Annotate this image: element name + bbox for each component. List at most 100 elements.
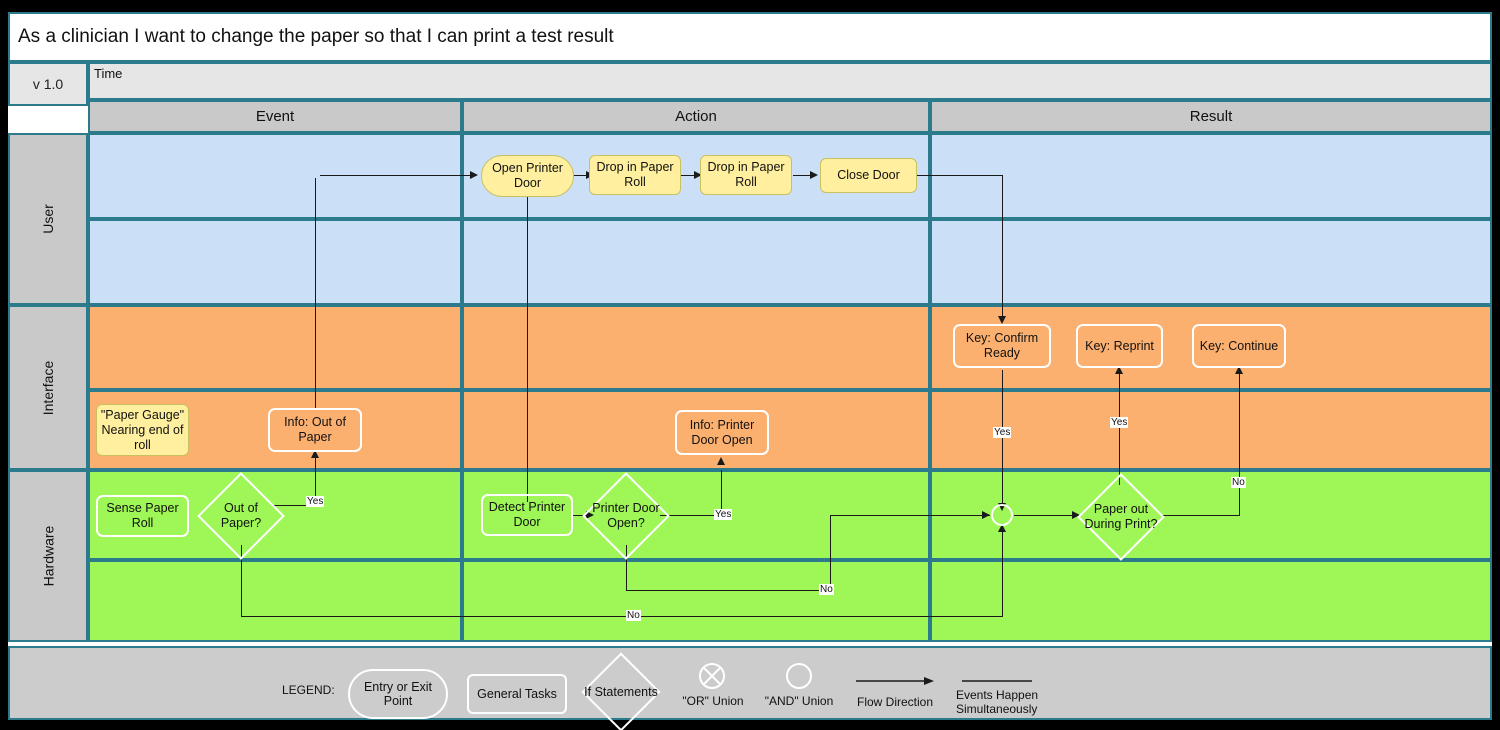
edge-paperout-yes-stub: [1119, 370, 1121, 396]
column-header-action: Action: [462, 100, 930, 133]
arrow-paper-out-during-print: [1072, 511, 1080, 519]
flow-direction-icon: [856, 676, 934, 686]
lane-label-interface-text: Interface: [39, 360, 56, 415]
legend-flow-direction-label: Flow Direction: [856, 695, 934, 709]
edge-info-to-user-vert: [315, 178, 317, 408]
edge-paperout-no-vert: [1239, 372, 1241, 516]
cell-user-action-2: [462, 219, 930, 305]
lane-label-hardware: Hardware: [8, 470, 88, 642]
node-paper-out-during-print-decision[interactable]: Paper out During Print?: [1077, 473, 1165, 561]
edge-pdopen-yes-vert: [721, 470, 723, 516]
edge-closedoor-down: [1002, 175, 1004, 319]
cell-interface-action-1: [462, 305, 930, 390]
cell-user-result-1: [930, 133, 1492, 219]
legend-general-tasks-shape: General Tasks: [467, 674, 567, 714]
cell-hardware-result-2: [930, 560, 1492, 642]
edge-confirmready-down: [1002, 370, 1004, 508]
legend-if-statements-shape: If Statements: [581, 652, 661, 730]
node-printer-door-open-label: Printer Door Open?: [592, 501, 660, 530]
arrow-into-open-printer-door: [470, 171, 478, 179]
node-paper-out-label: Paper out During Print?: [1084, 502, 1158, 531]
column-header-result: Result: [930, 100, 1492, 133]
arrow-printer-door-open: [586, 511, 594, 519]
edge-detectpd-to-diamond: [572, 515, 588, 517]
arrow-no-up-into-and-union: [998, 524, 1006, 532]
arrow-into-key-confirm-ready: [998, 316, 1006, 324]
legend-or-union-label: "OR" Union: [682, 694, 744, 708]
node-detect-printer-door[interactable]: Detect Printer Door: [481, 494, 573, 536]
node-drop-in-paper-roll-2[interactable]: Drop in Paper Roll: [700, 155, 792, 195]
column-header-event: Event: [88, 100, 462, 133]
edge-label-yes-confirm-ready: Yes: [993, 427, 1012, 438]
and-union-icon: [786, 663, 812, 689]
node-printer-door-open-decision[interactable]: Printer Door Open?: [582, 472, 670, 560]
edge-pdopen-no-horiz: [626, 590, 831, 592]
arrow-close-door: [810, 171, 818, 179]
and-union-node[interactable]: [991, 504, 1013, 526]
node-key-confirm-ready[interactable]: Key: Confirm Ready: [953, 324, 1051, 368]
lane-label-user: User: [8, 133, 88, 305]
arrow-into-key-continue: [1235, 366, 1243, 374]
edge-union-to-paperout: [1014, 515, 1076, 517]
edge-paperout-yes-vert: [1119, 395, 1121, 485]
edge-label-no-printer-door-open: No: [819, 584, 834, 595]
edge-info-to-user-horiz: [320, 175, 472, 177]
node-sense-paper-roll[interactable]: Sense Paper Roll: [96, 495, 189, 537]
cell-interface-result-1: [930, 305, 1492, 390]
lane-label-interface: Interface: [8, 305, 88, 470]
lane-label-hardware-text: Hardware: [39, 525, 56, 587]
edge-paperout-no-horiz: [1162, 515, 1239, 517]
legend-heading: LEGEND:: [282, 683, 335, 697]
edge-oop-no-down: [241, 545, 243, 617]
legend-panel: [8, 646, 1492, 720]
edge-openpd-to-detectpd: [527, 192, 529, 502]
page-title: As a clinician I want to change the pape…: [8, 12, 1492, 62]
node-key-reprint[interactable]: Key: Reprint: [1076, 324, 1163, 368]
node-close-door[interactable]: Close Door: [820, 158, 917, 193]
cell-hardware-action-2: [462, 560, 930, 642]
node-open-printer-door[interactable]: Open Printer Door: [481, 155, 574, 197]
arrow-no-into-and-union: [982, 511, 990, 519]
node-key-continue[interactable]: Key: Continue: [1192, 324, 1286, 368]
arrow-into-key-reprint: [1115, 366, 1123, 374]
edge-label-yes-printer-door-open: Yes: [714, 509, 733, 520]
legend-if-statements-label: If Statements: [584, 685, 658, 699]
cell-user-result-2: [930, 219, 1492, 305]
arrow-into-info-out-of-paper: [311, 450, 319, 458]
edge-drop2-to-close: [793, 175, 813, 177]
edge-label-yes-out-of-paper: Yes: [306, 496, 325, 507]
lane-label-user-text: User: [40, 204, 56, 234]
edge-pdopen-no-down: [626, 545, 628, 591]
edge-openpd-to-drop1: [573, 175, 589, 177]
edge-pdopen-no-up: [830, 516, 832, 591]
node-out-of-paper-label: Out of Paper?: [220, 501, 262, 530]
node-paper-gauge[interactable]: "Paper Gauge" Nearing end of roll: [96, 404, 189, 456]
edge-outofpaper-yes-stub: [315, 455, 317, 466]
edge-label-no-paper-out: No: [1231, 477, 1246, 488]
cell-hardware-event-2: [88, 560, 462, 642]
legend-simultaneous-label: Events Happen Simultaneously: [956, 688, 1039, 716]
cell-user-event-2: [88, 219, 462, 305]
or-union-icon: [699, 663, 725, 689]
edge-pdopen-yes-horiz: [660, 515, 722, 517]
edge-outofpaper-yes-vert: [315, 466, 317, 506]
node-out-of-paper-decision[interactable]: Out of Paper?: [197, 472, 285, 560]
legend-and-union-label: "AND" Union: [764, 694, 834, 708]
edge-label-yes-reprint: Yes: [1110, 417, 1129, 428]
time-header: Time: [88, 62, 1492, 100]
arrow-drop-paper-2: [694, 171, 702, 179]
edge-oop-no-up: [1002, 530, 1004, 617]
edge-oop-no-horiz: [241, 616, 1003, 618]
node-drop-in-paper-roll-1[interactable]: Drop in Paper Roll: [589, 155, 681, 195]
edge-drop1-to-drop2: [681, 175, 697, 177]
node-info-out-of-paper[interactable]: Info: Out of Paper: [268, 408, 362, 452]
edge-label-no-out-of-paper: No: [626, 610, 641, 621]
arrow-into-info-printer-door-open: [717, 457, 725, 465]
edge-outofpaper-yes-horiz: [272, 505, 308, 507]
edge-pdopen-no-to-union: [830, 515, 990, 517]
node-info-printer-door-open[interactable]: Info: Printer Door Open: [675, 410, 769, 455]
cell-interface-action-2: [462, 390, 930, 470]
cell-interface-event-1: [88, 305, 462, 390]
edge-closedoor-right: [917, 175, 1003, 177]
